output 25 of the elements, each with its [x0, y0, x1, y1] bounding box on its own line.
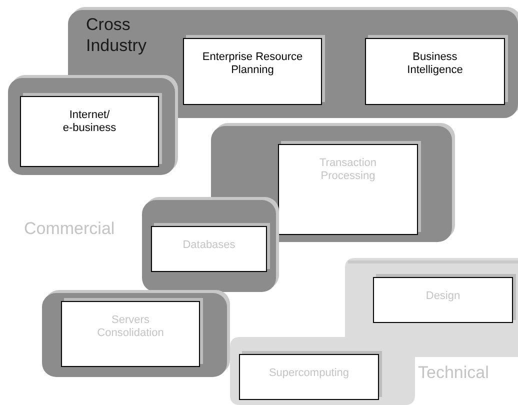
category-panel [230, 258, 518, 405]
topic-box [61, 301, 200, 367]
category-panel [68, 10, 518, 118]
topic-box [239, 354, 379, 400]
topic-label: Servers Consolidation [96, 314, 165, 341]
category-panel [211, 126, 452, 242]
topic-box [278, 144, 418, 235]
category-panel [42, 293, 227, 377]
category-label: Commercial [24, 218, 115, 239]
category-panel [8, 78, 175, 175]
topic-label: Databases [182, 239, 236, 253]
topic-box [183, 38, 322, 105]
topic-box [20, 96, 159, 167]
category-panel [142, 200, 276, 292]
topic-label: Transaction Processing [318, 157, 378, 184]
topic-label: Design [426, 290, 460, 304]
category-label: Technical [418, 362, 489, 383]
topic-box [151, 226, 267, 272]
category-heading: Cross Industry [86, 14, 148, 56]
topic-box [373, 277, 513, 323]
topic-box [365, 38, 505, 105]
topic-label: Enterprise Resource Planning [201, 51, 304, 78]
topic-label: Business Intelligence [406, 51, 464, 78]
topic-label: Supercomputing [268, 367, 350, 381]
topic-label: Internet/ e-business [62, 109, 118, 136]
